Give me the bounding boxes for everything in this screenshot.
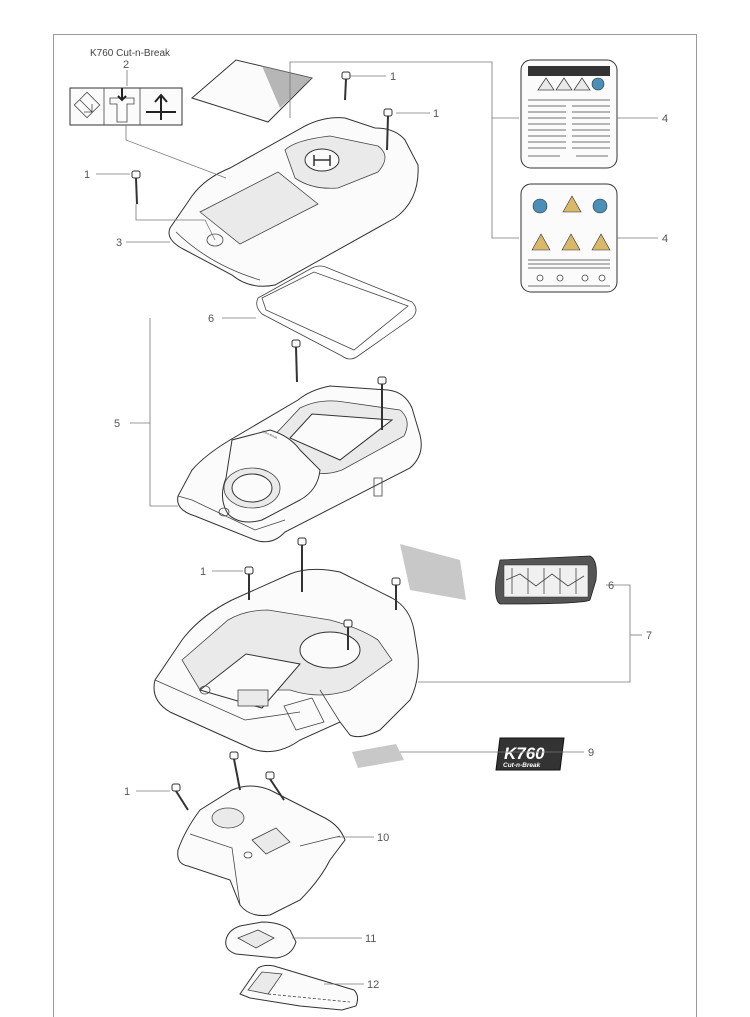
badge-subtitle: Cut-n-Break: [503, 762, 541, 769]
screw-icon: [343, 619, 353, 650]
screw-icon: [391, 577, 401, 610]
bottom-cover-part-10: [177, 785, 346, 916]
badge-model: K760: [504, 744, 545, 763]
model-badge-part-9: K760 Cut-n-Break: [495, 737, 565, 771]
screw-icon: [131, 170, 141, 205]
screw-icon: [265, 771, 285, 801]
screw-icon: [244, 566, 254, 600]
svg-text:Cut-n-Break: Cut-n-Break: [262, 429, 279, 440]
warning-triangle-icon: [537, 77, 591, 91]
callout-1: 1: [433, 108, 439, 120]
callout-7: 7: [646, 630, 652, 642]
gasket-part-6: [256, 265, 417, 360]
callout-12: 12: [367, 979, 379, 991]
husqvarna-logo-icon: [304, 148, 340, 172]
cap-part-11: [225, 921, 297, 959]
control-decal-part-6: [495, 555, 597, 605]
filter-housing-part-5: Cut-n-Break: [177, 385, 422, 543]
callout-6: 6: [608, 580, 614, 592]
callout-1: 1: [124, 786, 130, 798]
callout-1: 1: [84, 169, 90, 181]
info-circle-icon: [532, 198, 548, 214]
grey-label-small: [352, 744, 404, 768]
grey-label-strip: [400, 544, 466, 600]
callout-3: 3: [116, 237, 122, 249]
leader-lines: [96, 61, 658, 985]
callout-1: 1: [200, 566, 206, 578]
screw-icon: [171, 783, 189, 811]
screw-icon: [341, 71, 351, 101]
warning-triangle-icon: [531, 233, 551, 251]
callout-6: 6: [208, 313, 214, 325]
screw-icon: [297, 537, 307, 592]
callout-9: 9: [588, 747, 594, 759]
info-circle-icon: [591, 77, 605, 91]
screw-icon: [383, 108, 393, 151]
screw-icon: [377, 376, 387, 430]
callout-5: 5: [114, 418, 120, 430]
warning-label-part-4b: [520, 183, 618, 293]
screw-icon: [229, 751, 241, 791]
decal-pull-up-icon: [146, 93, 176, 120]
decal-part-2: K760 Cut-n-Break: [69, 48, 183, 126]
callout-10: 10: [377, 832, 389, 844]
callout-4: 4: [662, 113, 668, 125]
callout-labels: 1 1 1 1 1 2 3 4 4 5 6 6 7 9 10 11 12: [84, 59, 668, 991]
warning-triangle-icon: [562, 195, 582, 213]
callout-2: 2: [123, 59, 129, 71]
warning-triangle-icon: [591, 233, 611, 251]
callout-1: 1: [390, 71, 396, 83]
decal-title: K760 Cut-n-Break: [90, 48, 171, 59]
tray-part-12: [239, 964, 359, 1011]
decal-push-down-icon: [109, 88, 135, 123]
callout-11: 11: [365, 933, 376, 945]
top-cover-part-3: [168, 59, 419, 287]
callout-4: 4: [662, 233, 668, 245]
lower-housing-part-7: [153, 568, 419, 753]
protection-circle-icon: [592, 198, 608, 214]
drawing-frame: [53, 34, 697, 1017]
warning-label-part-4a: [520, 59, 618, 169]
screw-icon: [291, 339, 301, 383]
warning-triangle-icon: [561, 233, 581, 251]
decal-arrow-icon: [73, 91, 101, 119]
